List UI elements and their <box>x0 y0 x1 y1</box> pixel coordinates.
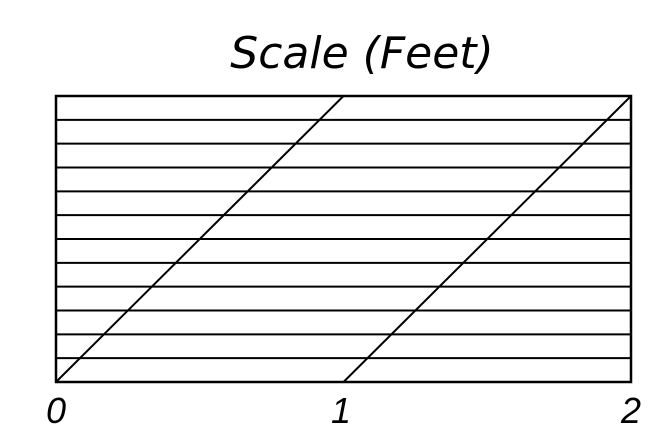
scale-frame <box>54 94 633 384</box>
tick-label-2: 2 <box>620 390 641 431</box>
diagonal-line-0 <box>55 95 345 383</box>
tick-label-0: 0 <box>46 390 66 431</box>
scale-title: Scale (Feet) <box>230 28 493 79</box>
scale-diagonals <box>55 95 632 383</box>
scale-grid <box>56 118 631 360</box>
diagonal-line-1 <box>342 95 632 383</box>
tick-label-1: 1 <box>331 390 351 431</box>
